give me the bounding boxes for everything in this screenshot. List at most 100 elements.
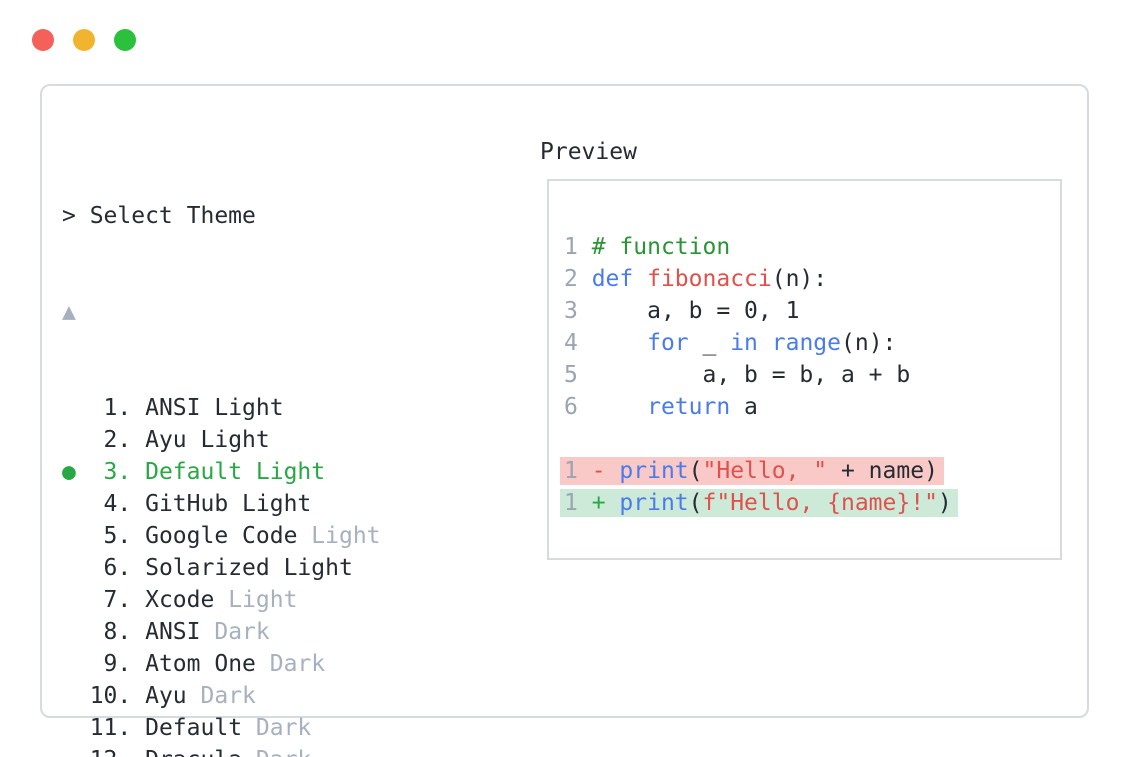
theme-item-ayu-dark[interactable]: 10. Ayu Dark: [62, 680, 879, 712]
theme-item-name: Xcode: [145, 587, 215, 613]
theme-item-ansi-dark[interactable]: 8. ANSI Dark: [62, 616, 879, 648]
theme-item-variant: Dark: [200, 619, 270, 645]
theme-item-name: Ayu Light: [145, 427, 270, 453]
bullet-spacer: [62, 555, 76, 581]
theme-item-solarized-light[interactable]: 6. Solarized Light: [62, 552, 879, 584]
diff-highlight-added: 1 + print(f"Hello, {name}!"): [560, 489, 958, 517]
theme-item-number: 9.: [75, 651, 146, 677]
minimize-window-button[interactable]: [73, 29, 95, 51]
token-keyword: return: [647, 394, 731, 420]
theme-item-name: Ayu: [145, 683, 187, 709]
bullet-spacer: [62, 651, 76, 677]
theme-item-variant: Light: [297, 523, 381, 549]
bullet-spacer: [62, 587, 76, 613]
bullet-spacer: [62, 427, 76, 453]
theme-item-github-light[interactable]: 4. GitHub Light: [62, 488, 879, 520]
bullet-spacer: [62, 395, 76, 421]
select-theme-prompt: > Select Theme: [62, 203, 256, 229]
theme-item-name: Atom One: [145, 651, 256, 677]
line-number: 3: [564, 298, 592, 324]
bullet-spacer: [62, 491, 76, 517]
token-string: f"Hello, {name}!": [702, 490, 938, 516]
token-func: -: [591, 458, 620, 484]
theme-item-number: 5.: [75, 523, 146, 549]
theme-picker-left-column: > Select Theme ▲ 1. ANSI Light 2. Ayu Li…: [62, 136, 879, 757]
theme-item-variant: Dark: [242, 715, 312, 741]
token-plain: [758, 330, 772, 356]
theme-item-name: ANSI: [145, 619, 201, 645]
token-plain: + name): [827, 458, 938, 484]
line-number: 1: [564, 490, 592, 516]
theme-item-variant: Dark: [186, 683, 256, 709]
theme-item-number: 1.: [75, 395, 146, 421]
theme-item-number: 12.: [76, 747, 145, 757]
code-line-3: 3 a, b = 0, 1: [564, 295, 1060, 327]
token-plain: (: [688, 490, 703, 516]
theme-item-number: 7.: [75, 587, 146, 613]
selected-item-bullet: ●: [62, 459, 76, 485]
theme-item-name: Default Light: [145, 459, 326, 485]
theme-item-ayu-light[interactable]: 2. Ayu Light: [62, 424, 879, 456]
theme-item-atom-one-dark[interactable]: 9. Atom One Dark: [62, 648, 879, 680]
theme-item-variant: Dark: [255, 651, 326, 677]
token-string: "Hello, ": [702, 458, 828, 484]
theme-item-default-dark[interactable]: 11. Default Dark: [62, 712, 879, 744]
theme-item-number: 8.: [75, 619, 146, 645]
theme-item-variant: Light: [214, 587, 298, 613]
maximize-window-button[interactable]: [114, 29, 136, 51]
scroll-up-indicator[interactable]: ▲: [62, 299, 76, 325]
diff-line-removed: 1 - print("Hello, " + name): [560, 455, 1060, 487]
bullet-spacer: [62, 523, 76, 549]
code-line-2: 2 def fibonacci(n):: [564, 263, 1060, 295]
theme-item-number: 2.: [75, 427, 146, 453]
line-number: 6: [564, 394, 592, 420]
token-keyword: for: [647, 330, 689, 356]
token-plain: ): [937, 490, 952, 516]
diff-highlight-removed: 1 - print("Hello, " + name): [560, 457, 944, 485]
theme-item-name: Google Code: [145, 523, 298, 549]
code-line-1: 1 # function: [564, 231, 1060, 263]
close-window-button[interactable]: [32, 29, 54, 51]
theme-item-name: ANSI Light: [145, 395, 284, 421]
bullet-spacer: [62, 747, 76, 757]
token-func: fibonacci: [647, 266, 772, 292]
token-keyword: print: [619, 458, 689, 484]
theme-item-number: 3.: [75, 459, 146, 485]
bullet-spacer: [62, 683, 76, 709]
line-number: 2: [564, 266, 592, 292]
bullet-spacer: [62, 715, 76, 741]
theme-item-name: Solarized Light: [145, 555, 353, 581]
token-plain: [592, 330, 647, 356]
token-plain: _: [688, 330, 731, 356]
theme-item-number: 4.: [75, 491, 146, 517]
token-plain: [633, 266, 647, 292]
theme-item-default-light[interactable]: ● 3. Default Light: [62, 456, 879, 488]
theme-item-ansi-light[interactable]: 1. ANSI Light: [62, 392, 879, 424]
diff-line-added: 1 + print(f"Hello, {name}!"): [560, 487, 1060, 519]
theme-item-google-code-light[interactable]: 5. Google Code Light: [62, 520, 879, 552]
line-number: 4: [564, 330, 592, 356]
token-plain: a, b = b, a + b: [591, 362, 911, 388]
theme-item-number: 10.: [75, 683, 146, 709]
theme-item-name: Dracula: [145, 747, 242, 757]
theme-item-xcode-light[interactable]: 7. Xcode Light: [62, 584, 879, 616]
line-number: 5: [564, 362, 592, 388]
token-plain: (: [688, 458, 703, 484]
token-plain: a, b = 0, 1: [591, 298, 800, 324]
token-plain: (n):: [771, 266, 828, 292]
line-number: 1: [564, 458, 592, 484]
theme-item-dracula-dark[interactable]: 12. Dracula Dark: [62, 744, 879, 757]
theme-item-number: 6.: [75, 555, 146, 581]
theme-item-variant: Dark: [242, 747, 311, 757]
code-line-6: 6 return a: [564, 391, 1060, 423]
code-line-4: 4 for _ in range(n):: [564, 327, 1060, 359]
preview-label: Preview: [540, 139, 637, 165]
code-blank-line: [564, 423, 1060, 455]
window-controls: [32, 29, 136, 51]
theme-list: 1. ANSI Light 2. Ayu Light● 3. Default L…: [62, 392, 879, 757]
theme-item-name: GitHub Light: [145, 491, 312, 517]
line-number: 1: [564, 234, 592, 260]
token-keyword: in: [730, 330, 758, 356]
